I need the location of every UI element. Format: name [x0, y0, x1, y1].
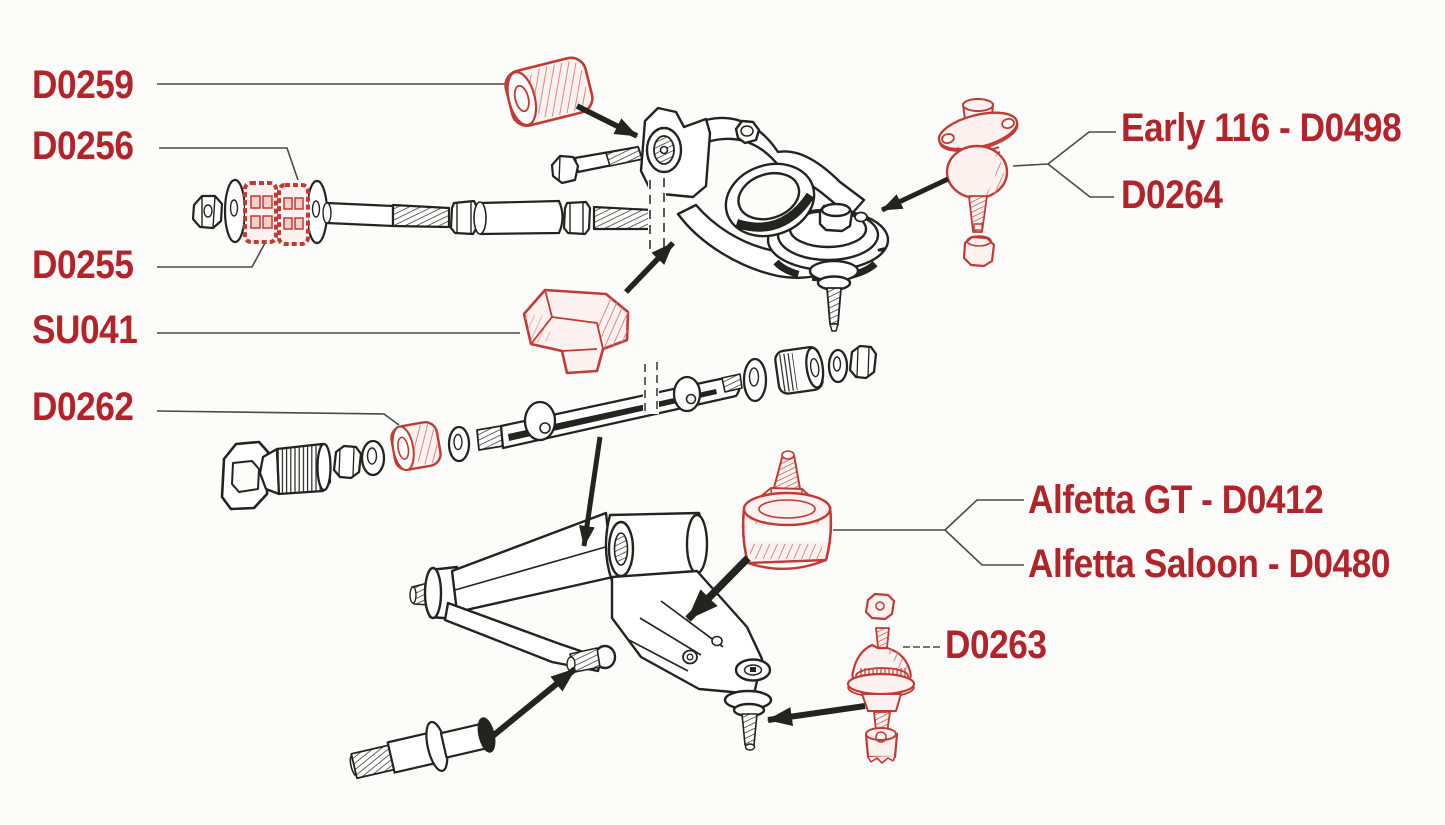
upper-arm-spring-pocket — [724, 162, 816, 238]
leader-d0262 — [156, 410, 400, 426]
leader-d0255 — [157, 242, 266, 268]
part-label-d0263[interactable]: D0263 — [945, 623, 1047, 667]
arrow-su041-to-arm — [624, 241, 675, 294]
red-bump-stop-su041 — [522, 288, 630, 375]
lower-arm-hub — [610, 569, 772, 696]
red-nut-top — [864, 592, 896, 621]
pivot-bolt-threads — [391, 203, 451, 229]
hex-nut — [449, 199, 479, 236]
arrow-d0259-to-arm — [575, 103, 639, 139]
red-lower-ball-joint-d0263 — [846, 592, 916, 764]
hex-nut-4 — [848, 344, 878, 380]
arrow-pin-to-lower-arm — [487, 666, 577, 742]
lower-arm-front-leg — [443, 601, 617, 673]
spacer-tube — [476, 199, 564, 236]
part-label-alfetta-saloon-d0480[interactable]: Alfetta Saloon - D0480 — [1028, 542, 1390, 586]
arrow-joint-to-lower-arm — [766, 703, 866, 727]
upper-arm-ball-stud — [808, 259, 860, 332]
part-label-d0259[interactable]: D0259 — [32, 63, 134, 107]
part-label-su041[interactable]: SU041 — [32, 308, 138, 352]
lower-arm-ball-socket — [723, 689, 773, 751]
part-label-d0262[interactable]: D0262 — [32, 385, 134, 429]
pivot-stud-threads — [592, 205, 654, 231]
serrated-washer-upper — [243, 181, 278, 244]
hex-nut-3 — [332, 444, 363, 480]
arrow-shaft-to-lower-arm — [578, 436, 603, 547]
indicator-arrows — [487, 103, 950, 742]
red-nut-upper-joint — [962, 235, 996, 268]
leader-fork-d0412-d0480 — [833, 499, 1024, 566]
leader-d0256 — [159, 147, 299, 181]
part-label-d0264[interactable]: D0264 — [1121, 173, 1223, 217]
serrated-washer-lower — [277, 183, 310, 246]
red-castle-nut-bottom — [864, 727, 899, 764]
red-serrated-washers-d0256-d0255 — [243, 181, 310, 246]
red-bushing-d0262 — [390, 421, 442, 471]
lower-wishbone-arm — [409, 511, 773, 751]
red-bushing-d0259 — [504, 56, 594, 127]
arm-mounting-bolt — [550, 145, 644, 185]
part-label-alfetta-gt-d0412[interactable]: Alfetta GT - D0412 — [1028, 478, 1324, 522]
red-upper-ball-joint-d0498-d0264 — [937, 98, 1019, 268]
lower-pivot-shaft-row — [220, 344, 878, 511]
upper-wishbone-arm — [639, 106, 890, 332]
part-label-d0255[interactable]: D0255 — [32, 243, 134, 287]
arrow-joint-to-upper-arm — [880, 176, 950, 213]
arrow-cone-to-lower-arm — [685, 555, 751, 622]
red-cone-bushing-d0412-d0480 — [741, 450, 833, 570]
leader-fork-d0498-d0264 — [1012, 131, 1116, 198]
upper-pivot-hardware-row — [191, 145, 654, 245]
leader-lines — [156, 83, 1116, 648]
part-label-d0256[interactable]: D0256 — [32, 124, 134, 168]
upper-arm-bushing-eye-bracket — [639, 106, 712, 199]
threaded-plug — [258, 442, 332, 496]
part-label-early116-d0498[interactable]: Early 116 - D0498 — [1121, 106, 1402, 150]
pivot-bolt-shank — [325, 201, 395, 228]
hex-nut-2 — [562, 200, 592, 236]
lower-fulcrum-pin — [349, 717, 496, 780]
lower-arm-pivot-shaft — [476, 362, 743, 451]
break-band — [648, 178, 666, 254]
shaft-bushing-black — [774, 346, 825, 395]
